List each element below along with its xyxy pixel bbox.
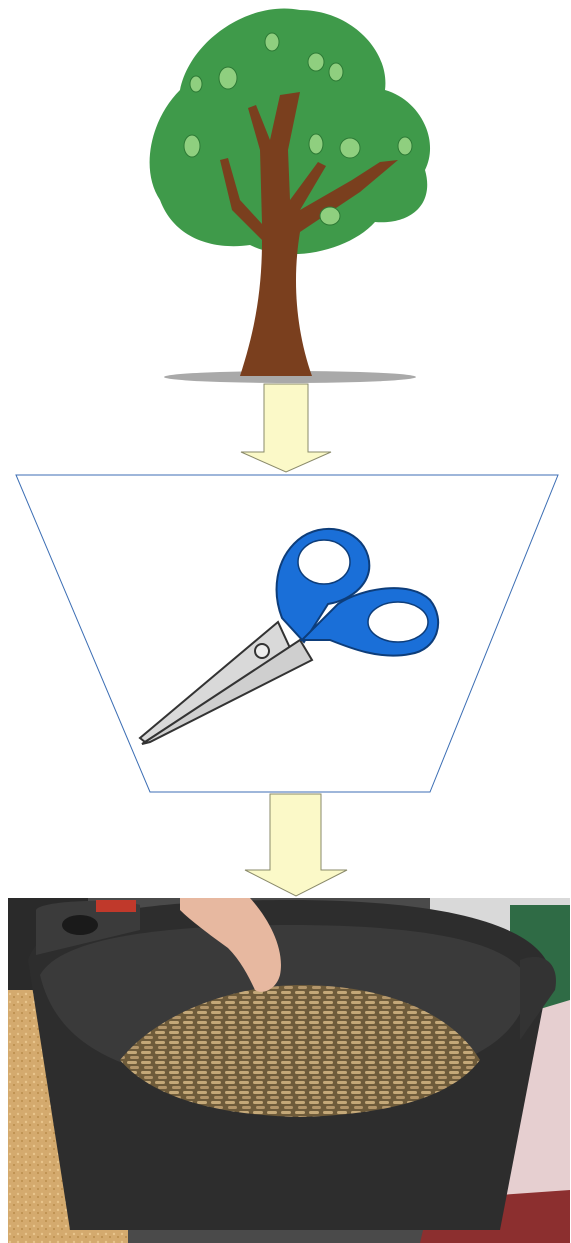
processing-funnel	[16, 475, 558, 792]
tree-icon	[150, 8, 430, 383]
down-arrow-icon	[245, 794, 347, 896]
down-arrow-icon	[241, 384, 331, 472]
wood-pellets-photo	[8, 898, 570, 1243]
